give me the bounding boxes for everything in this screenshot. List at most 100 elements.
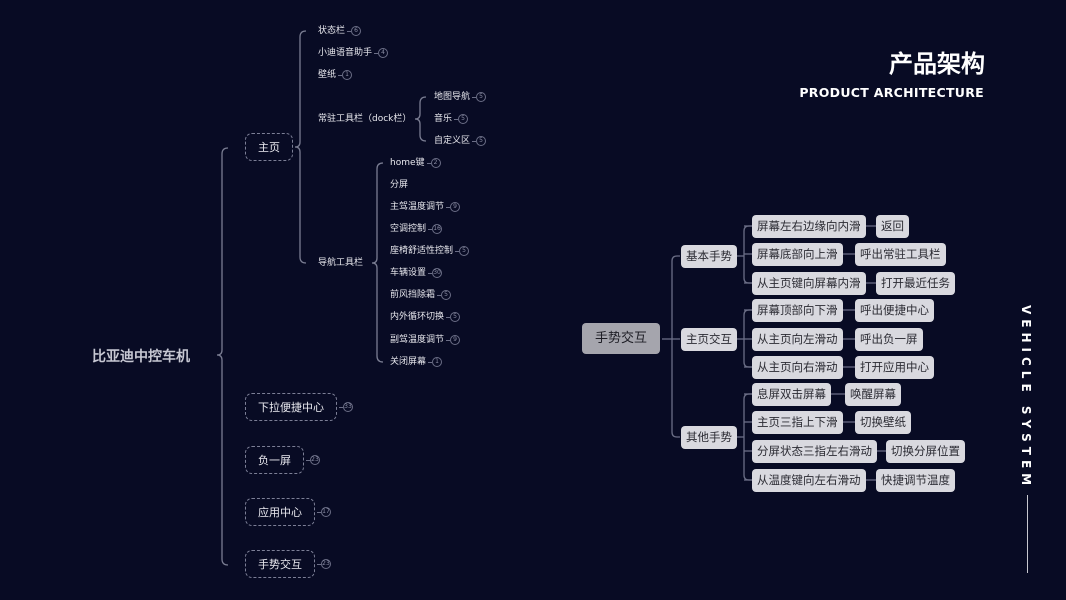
side-label: VEHICLE SYSTEM [1019,305,1033,491]
gesture-node[interactable]: 从主页键向屏幕内滑 [752,271,866,295]
node-label: 主驾温度调节 [390,202,445,212]
gesture-node[interactable]: 分屏状态三指左右滑动 [752,439,877,463]
gesture-group-node[interactable]: 基本手势 [681,244,737,268]
count-badge: 2 [426,158,441,168]
gesture-root-node[interactable]: 手势交互 [582,323,661,354]
node-label: 常驻工具栏（dock栏） [318,114,412,124]
gesture-node[interactable]: 屏幕底部向上滑 [752,242,843,266]
action-node[interactable]: 呼出负一屏 [855,327,923,351]
node-label: home键 [390,158,425,168]
node-label: 音乐 [434,114,453,124]
count-badge: 5 [472,92,487,102]
node-label: 副驾温度调节 [390,335,445,345]
node-label: 自定义区 [434,136,471,146]
action-node[interactable]: 返回 [876,214,909,238]
nav-item-node[interactable]: 分屏 [390,179,408,191]
node-label: 分屏 [390,180,409,190]
side-divider [1027,495,1028,573]
gesture-node[interactable]: 息屏双击屏幕 [752,382,831,406]
action-node[interactable]: 唤醒屏幕 [845,382,901,406]
gesture-group-node[interactable]: 主页交互 [681,327,737,351]
branch-node[interactable]: 主页 [245,133,293,161]
gesture-group-node[interactable]: 其他手势 [681,425,737,449]
connector [671,255,680,438]
action-node[interactable]: 打开应用中心 [855,355,934,379]
page-title: 产品架构 [889,50,985,78]
count-badge: 5 [472,136,487,146]
node-label: 应用中心 [245,498,315,526]
node-label: 壁纸 [318,70,337,80]
count-badge: 17 [317,507,331,517]
home-child-node[interactable]: 导航工具栏 [318,257,363,269]
count-badge: 23 [306,455,320,465]
connector [414,96,427,142]
action-node[interactable]: 打开最近任务 [876,271,955,295]
action-node[interactable]: 呼出便捷中心 [855,298,934,322]
node-label: 车辆设置 [390,268,427,278]
count-badge: 23 [317,559,331,569]
gesture-node[interactable]: 从温度键向左右滑动 [752,468,866,492]
gesture-node[interactable]: 从主页向左滑动 [752,327,843,351]
node-label: 地图导航 [434,92,471,102]
node-label: 前风挡除霜 [390,290,436,300]
gesture-node[interactable]: 屏幕顶部向下滑 [752,298,843,322]
count-badge: 5 [446,312,461,322]
count-badge: 5 [454,114,469,124]
connector [371,162,384,363]
connector [216,147,229,566]
count-badge: 5 [455,246,470,256]
action-node[interactable]: 切换分屏位置 [886,439,965,463]
count-badge: 4 [374,48,389,58]
count-badge: 9 [446,202,461,212]
node-label: 座椅舒适性控制 [390,246,454,256]
action-node[interactable]: 切换壁纸 [855,410,911,434]
home-child-node[interactable]: 常驻工具栏（dock栏） [318,113,411,125]
count-badge: 16 [428,224,443,234]
connector [743,393,752,481]
action-node[interactable]: 呼出常驻工具栏 [855,242,946,266]
count-badge: 6 [347,26,362,36]
node-label: 导航工具栏 [318,258,364,268]
page-subtitle: PRODUCT ARCHITECTURE [799,85,984,100]
count-badge: 33 [339,402,353,412]
node-label: 内外循环切换 [390,312,445,322]
node-label: 空调控制 [390,224,427,234]
action-node[interactable]: 快捷调节温度 [876,468,955,492]
gesture-node[interactable]: 主页三指上下滑 [752,410,843,434]
gesture-node[interactable]: 从主页向右滑动 [752,355,843,379]
node-label: 关闭屏幕 [390,357,427,367]
node-label: 状态栏 [318,26,346,36]
node-label: 小迪语音助手 [318,48,373,58]
gesture-node[interactable]: 屏幕左右边缘向内滑 [752,214,866,238]
count-badge: 1 [338,70,353,80]
count-badge: 9 [446,335,461,345]
count-badge: 1 [428,357,443,367]
node-label: 下拉便捷中心 [245,393,337,421]
node-label: 负一屏 [245,446,304,474]
left-root-node[interactable]: 比亚迪中控车机 [92,349,190,365]
node-label: 主页 [245,133,293,161]
connector [294,30,307,264]
node-label: 手势交互 [245,550,315,578]
count-badge: 30 [428,268,443,278]
